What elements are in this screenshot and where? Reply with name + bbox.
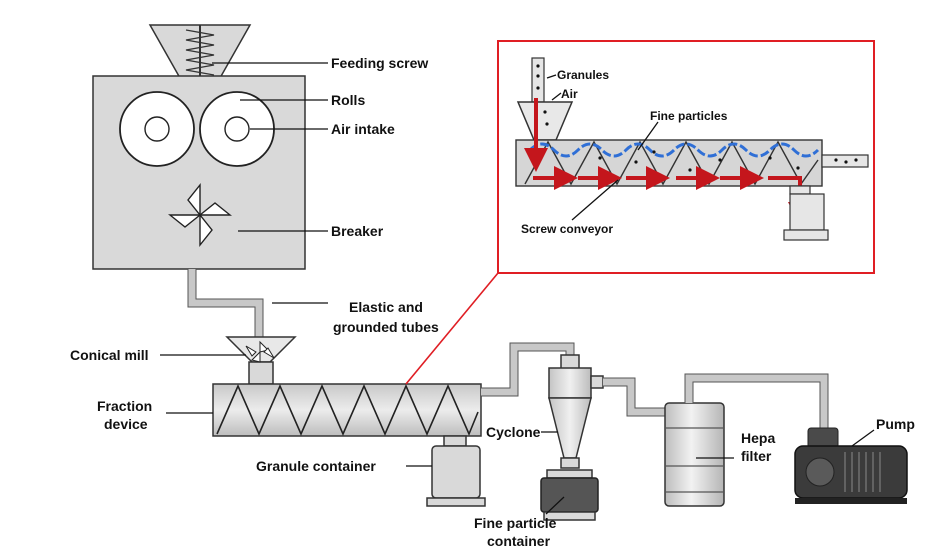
particle-dots (536, 64, 858, 174)
inset-detail: Granules Air Fine particles Screw convey… (497, 40, 875, 274)
hepa-filter (664, 402, 725, 507)
vacuum-pump (794, 427, 908, 504)
label-breaker: Breaker (331, 223, 384, 239)
label-fine-particle-container-line1: Fine particle (474, 515, 557, 531)
label-granule-container: Granule container (256, 458, 376, 474)
label-hepa-filter-line2: filter (741, 448, 772, 464)
granule-container (426, 435, 486, 507)
feeding-hopper (148, 24, 252, 82)
elastic-tube (187, 269, 264, 338)
roll-right (199, 91, 275, 167)
conical-mill (225, 336, 297, 385)
roll-left (119, 91, 195, 167)
cyclone (548, 354, 604, 469)
label-hepa-filter-line1: Hepa (741, 430, 775, 446)
label-fraction-device-line2: device (104, 416, 148, 432)
pipe-to-pump (684, 373, 829, 430)
mill-housing (92, 75, 306, 270)
label-elastic-tubes-line2: grounded tubes (333, 319, 439, 335)
label-fine-particle-container-line2: container (487, 533, 551, 549)
inset-connector-line (405, 272, 499, 385)
label-cyclone: Cyclone (486, 424, 541, 440)
label-screw-conveyor: Screw conveyor (521, 222, 613, 236)
label-rolls: Rolls (331, 92, 365, 108)
feeding-screw-coil (185, 25, 215, 82)
pipe-to-cyclone (481, 342, 575, 397)
label-air-intake: Air intake (331, 121, 395, 137)
label-pump: Pump (876, 416, 915, 432)
leader-fine-particle-container (545, 496, 565, 515)
leader-pump (851, 429, 875, 447)
label-feeding-screw: Feeding screw (331, 55, 428, 71)
granule-flow-arrows (524, 98, 812, 226)
label-fine-particles: Fine particles (650, 109, 728, 123)
label-granules: Granules (557, 68, 609, 82)
label-elastic-tubes-line1: Elastic and (349, 299, 423, 315)
breaker-rotor (168, 183, 232, 247)
fraction-device (212, 383, 482, 437)
label-air: Air (561, 87, 578, 101)
label-fraction-device-line1: Fraction (97, 398, 152, 414)
fine-particle-container (540, 469, 599, 521)
label-conical-mill: Conical mill (70, 347, 149, 363)
pipe-to-hepa (603, 377, 665, 417)
